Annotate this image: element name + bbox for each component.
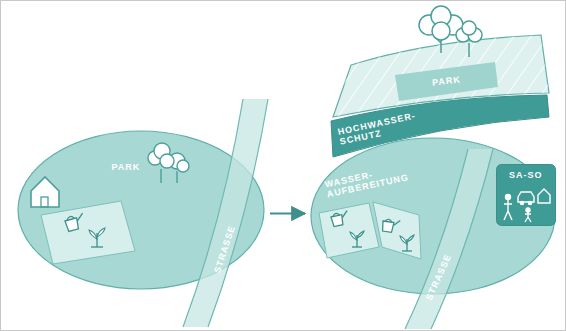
weekend-box: SA-SO [496,164,556,226]
road-band-outline [181,99,273,327]
watering-can [382,218,401,233]
region-ellipse: WASSER- AUFBEREITUNG [309,136,557,296]
park-layer: PARK [329,31,553,121]
watering-can [64,213,86,231]
region-label: HOCHWASSER- SCHUTZ [337,109,425,147]
house-door [41,197,48,207]
region-ellipse-outline [309,136,557,296]
watering-can [330,211,349,227]
region-label: PARK [112,162,141,172]
plant-icon [89,228,105,247]
plant-icon [400,235,414,251]
region-label: WASSER- AUFBEREITUNG [324,160,418,199]
flood-protection-layer: HOCHWASSER- SCHUTZ [329,95,553,159]
shape-path [405,149,493,329]
shape-path [208,99,268,327]
shape-path [183,99,268,327]
region-ellipse-outline [16,129,266,291]
region-label: SA-SO [509,170,543,180]
region-label: STRASSE [424,252,454,301]
plant-icon [350,231,364,247]
shape-path [431,149,493,329]
shape-path [405,149,468,329]
transition-arrow [270,212,305,214]
box-shape [497,165,556,226]
shape-path [183,99,243,327]
region-label: PARK [431,74,461,88]
region-label: STRASSE [212,224,237,274]
shape-path [395,62,498,101]
road-band: STRASSE [181,99,273,327]
region-ellipse: PARK [16,129,266,291]
